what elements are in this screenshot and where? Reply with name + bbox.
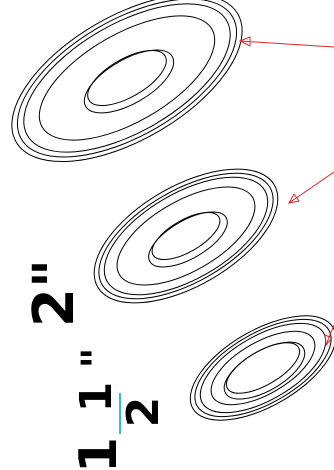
label-half-numerator: 1 <box>71 382 122 413</box>
ring-small-outer-edge-3 <box>199 322 327 414</box>
ring-small <box>189 315 334 421</box>
ring-middle-outer-edge-2 <box>98 172 274 300</box>
ring-middle-bore <box>151 211 221 261</box>
leader-top-line <box>239 40 334 48</box>
label-two-inch: 2" <box>22 259 87 327</box>
leader-middle <box>288 171 334 204</box>
ring-small-outer-edge-2 <box>194 318 332 418</box>
ring-top-bore <box>87 50 167 106</box>
ring-top-inner-face <box>83 49 175 114</box>
leader-middle-arrowhead <box>288 193 300 204</box>
ring-top-middle-edge <box>38 15 216 141</box>
label-one-and-half-inch: 2 1 " 1 <box>69 348 169 470</box>
ring-top-outer-edge-2 <box>16 0 238 158</box>
leader-small <box>324 324 334 347</box>
ring-middle-middle-edge <box>116 186 256 286</box>
label-half-whole: 1 <box>69 437 129 470</box>
leader-middle-line <box>288 171 334 204</box>
ring-small-middle-edge <box>210 330 316 406</box>
leader-top-arrowhead <box>238 36 251 47</box>
ring-middle-outer-edge-3 <box>103 176 269 296</box>
ring-small-outer-edge <box>189 315 334 421</box>
label-half-denominator: 2 <box>118 397 169 428</box>
leader-small-line <box>325 324 334 346</box>
leader-top <box>238 36 334 48</box>
label-two-inch-text: 2" <box>22 259 87 327</box>
ring-small-bore <box>225 342 301 394</box>
ring-middle <box>93 168 279 304</box>
ring-top-outer-edge <box>11 0 243 163</box>
leader-small-arrowhead <box>324 334 333 347</box>
ring-middle-inner-face <box>148 211 228 268</box>
ring-small-inner-face <box>223 341 306 400</box>
label-half-inch-mark: " <box>74 348 120 369</box>
ring-top-outer-edge-3 <box>23 3 231 153</box>
ring-top <box>11 0 243 163</box>
ring-middle-outer-edge <box>93 168 279 304</box>
